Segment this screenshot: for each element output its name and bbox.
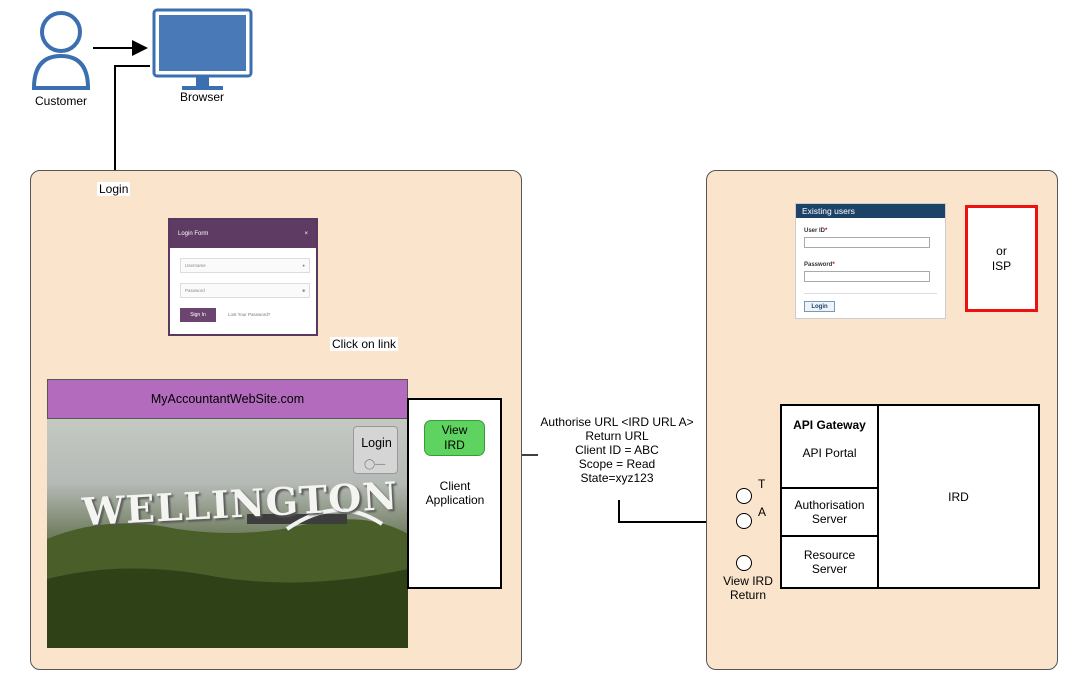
hillside-graphic bbox=[47, 508, 408, 648]
a-endpoint-circle bbox=[736, 513, 752, 529]
view-ird-line1: View bbox=[441, 423, 468, 437]
client-application-label: Client Application bbox=[413, 479, 497, 507]
api-portal-label: API Portal bbox=[802, 446, 857, 460]
auth-server-line2: Server bbox=[811, 512, 848, 526]
login-flow-label: Login bbox=[97, 182, 131, 196]
login-form: Login Form × Username ● Password ■ Sign … bbox=[168, 218, 318, 336]
required-mark: * bbox=[832, 262, 835, 268]
existing-users-form: Existing users User ID* Password* Login bbox=[795, 203, 946, 319]
key-icon: ◯— bbox=[364, 459, 386, 470]
existing-login-button[interactable]: Login bbox=[804, 301, 835, 312]
isp-line2: ISP bbox=[991, 258, 1012, 273]
login-badge[interactable]: Login ◯— bbox=[353, 426, 398, 474]
login-form-header: Login Form × bbox=[170, 220, 316, 248]
wellington-photo: WELLINGTON bbox=[47, 419, 408, 648]
resource-server-line1: Resource bbox=[803, 548, 856, 562]
return-label-line1: View IRD bbox=[723, 574, 773, 588]
login-badge-label: Login bbox=[361, 436, 392, 450]
auth-request-text: Authorise URL <IRD URL A> Return URL Cli… bbox=[532, 415, 702, 485]
password-input[interactable] bbox=[804, 271, 930, 282]
api-gateway-title: API Gateway bbox=[793, 418, 866, 432]
isp-line1: or bbox=[996, 243, 1007, 258]
isp-box: or ISP bbox=[965, 205, 1038, 312]
user-id-input[interactable] bbox=[804, 237, 930, 248]
auth-request-line: Scope = Read bbox=[578, 457, 656, 471]
user-id-label: User ID* bbox=[804, 228, 828, 234]
authorisation-server-box: Authorisation Server bbox=[780, 487, 879, 537]
existing-users-header: Existing users bbox=[796, 204, 945, 218]
resource-server-line2: Server bbox=[811, 562, 848, 576]
return-label-line2: Return bbox=[729, 588, 767, 602]
form-divider bbox=[804, 293, 937, 294]
t-endpoint-label: T bbox=[758, 477, 766, 491]
browser-label: Browser bbox=[180, 90, 225, 104]
lost-password-link[interactable]: Lost Your Password? bbox=[228, 312, 271, 317]
auth-request-line: Client ID = ABC bbox=[575, 443, 659, 457]
a-endpoint-label: A bbox=[758, 505, 767, 519]
view-ird-button[interactable]: View IRD bbox=[424, 420, 485, 456]
return-endpoint-circle bbox=[736, 555, 752, 571]
username-placeholder: Username bbox=[185, 263, 206, 268]
password-label: Password* bbox=[804, 262, 835, 268]
click-on-link-label: Click on link bbox=[330, 337, 399, 351]
close-icon[interactable]: × bbox=[304, 231, 308, 237]
lock-icon: ■ bbox=[302, 288, 305, 293]
password-placeholder: Password bbox=[185, 288, 205, 293]
view-ird-line2: IRD bbox=[444, 438, 465, 452]
auth-request-line: State=xyz123 bbox=[580, 471, 654, 485]
sign-in-button[interactable]: Sign In bbox=[180, 308, 216, 322]
password-field[interactable]: Password ■ bbox=[180, 283, 310, 298]
client-label-line1: Client bbox=[439, 479, 471, 493]
website-banner: MyAccountantWebSite.com bbox=[47, 379, 408, 419]
request-to-auth-arrow bbox=[618, 500, 738, 530]
view-ird-return-label: View IRD Return bbox=[718, 574, 778, 602]
ird-box: IRD bbox=[877, 404, 1040, 589]
client-label-line2: Application bbox=[425, 493, 485, 507]
user-icon: ● bbox=[302, 263, 305, 268]
customer-label: Customer bbox=[35, 94, 88, 108]
auth-request-line: Authorise URL <IRD URL A> bbox=[540, 415, 694, 429]
monitor-icon bbox=[152, 8, 253, 90]
auth-server-line1: Authorisation bbox=[794, 498, 865, 512]
website-name: MyAccountantWebSite.com bbox=[150, 392, 305, 406]
ird-label: IRD bbox=[948, 489, 969, 504]
customer-icon bbox=[31, 11, 91, 90]
required-mark: * bbox=[825, 228, 828, 234]
username-field[interactable]: Username ● bbox=[180, 258, 310, 273]
auth-request-line: Return URL bbox=[585, 429, 649, 443]
resource-server-box: Resource Server bbox=[780, 535, 879, 589]
login-form-title: Login Form bbox=[178, 231, 209, 237]
t-endpoint-circle bbox=[736, 488, 752, 504]
